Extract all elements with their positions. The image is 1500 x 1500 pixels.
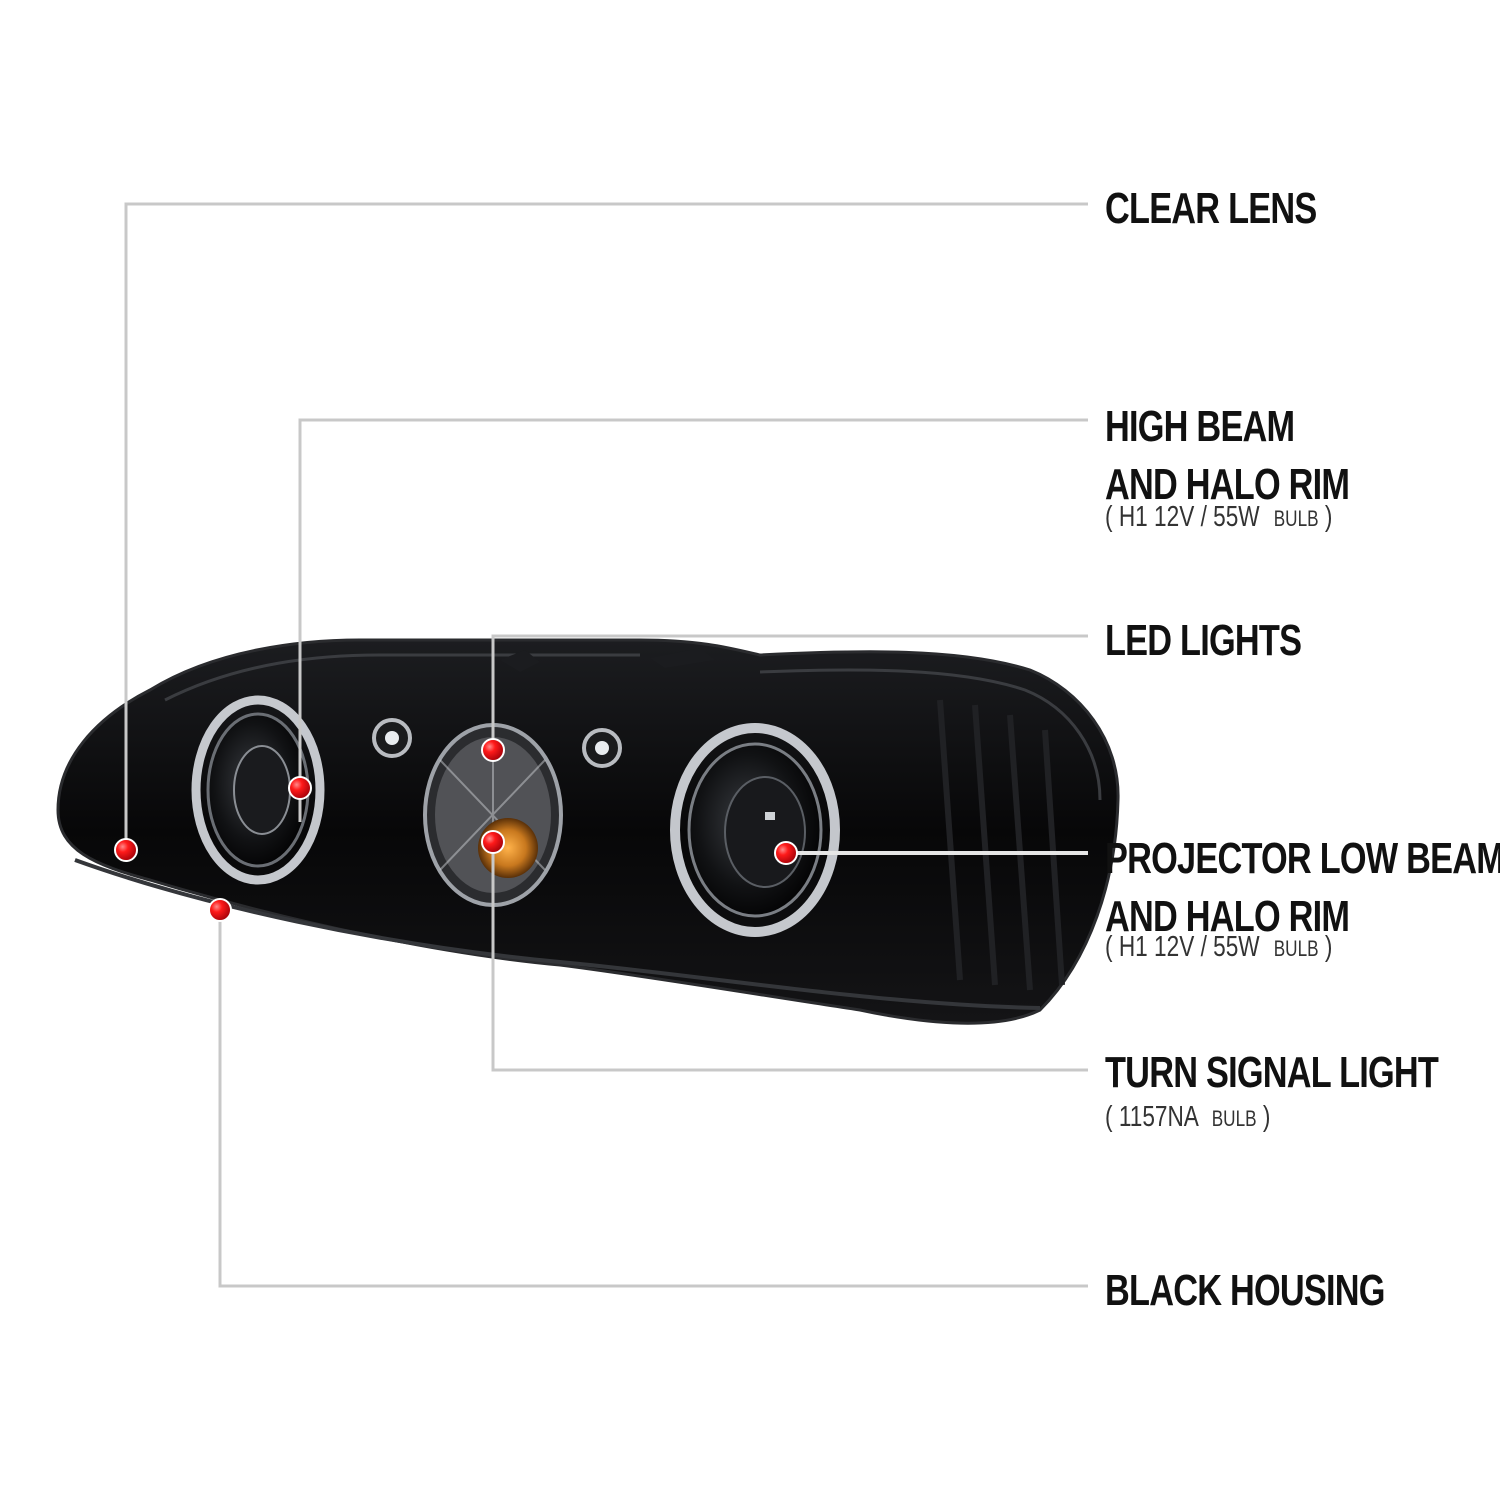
projector-marker [774,841,798,865]
high-beam-title-line1: HIGH BEAM [1105,402,1295,451]
projector-spec-text: H1 12V / 55W [1118,931,1260,963]
turn-signal-bulb-text: BULB [1211,1106,1257,1131]
projector-title-line1: PROJECTOR LOW BEAM [1105,834,1500,883]
projector-label: PROJECTOR LOW BEAM AND HALO RIM [1105,830,1500,946]
led-pods [372,718,622,768]
black-housing-text: BLACK HOUSING [1105,1266,1385,1315]
turn-signal-spec: ( 1157NA BULB ) [1105,1101,1271,1133]
clear-lens-text: CLEAR LENS [1105,184,1317,233]
callout-lines [124,202,1088,1288]
high-beam-line [298,418,1088,822]
black-housing-line [218,910,1088,1288]
led-lights-text: LED LIGHTS [1105,616,1302,665]
low-beam-projector [670,723,840,937]
clear-lens-marker [114,838,138,862]
turn-signal-marker [481,830,505,854]
led-lights-marker [481,738,505,762]
turn-signal-spec-text: 1157NA [1118,1101,1198,1133]
headlight-housing [56,638,1120,1025]
turn-signal-text: TURN SIGNAL LIGHT [1105,1048,1439,1097]
high-beam-projector [191,695,325,885]
black-housing-label: BLACK HOUSING [1105,1262,1385,1320]
clear-lens-line [124,202,1088,850]
callout-markers [114,738,798,922]
projector-title-line2: AND HALO RIM [1105,892,1350,941]
black-housing-marker [208,898,232,922]
high-beam-spec-text: H1 12V / 55W [1118,501,1260,533]
high-beam-bulb-text: BULB [1273,506,1319,531]
led-lights-label: LED LIGHTS [1105,612,1302,670]
led-lights-line [491,634,1088,742]
turn-signal-label: TURN SIGNAL LIGHT [1105,1044,1439,1102]
high-beam-label: HIGH BEAM AND HALO RIM [1105,398,1350,514]
turn-signal-line [491,842,1088,1072]
high-beam-title-line2: AND HALO RIM [1105,460,1350,509]
high-beam-spec: ( H1 12V / 55W BULB ) [1105,501,1333,533]
projector-bulb-text: BULB [1273,936,1319,961]
projector-spec: ( H1 12V / 55W BULB ) [1105,931,1333,963]
high-beam-marker [288,776,312,800]
clear-lens-label: CLEAR LENS [1105,180,1317,238]
